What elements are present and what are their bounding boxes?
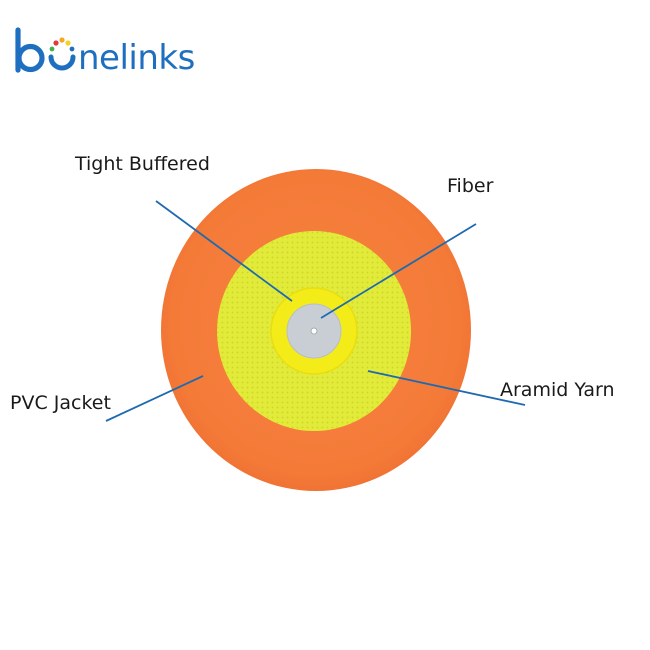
bonelinks-logo: nelinks [15,27,195,78]
label-fiber: Fiber [447,175,494,197]
svg-text:nelinks: nelinks [78,38,195,78]
label-tight-buffered: Tight Buffered [75,153,210,175]
fiber-center-dot [310,327,318,335]
label-pvc-jacket: PVC Jacket [10,392,111,414]
label-aramid-yarn: Aramid Yarn [500,379,615,401]
leader-line-aramid-yarn [367,370,526,406]
leader-line-fiber [320,223,477,319]
leader-line-tight-buffered [155,200,293,302]
tight-buffer-edge [270,287,358,375]
logo-dots-icon [48,37,76,71]
leader-line-pvc-jacket [105,375,204,422]
logo-letter-b [15,27,45,73]
